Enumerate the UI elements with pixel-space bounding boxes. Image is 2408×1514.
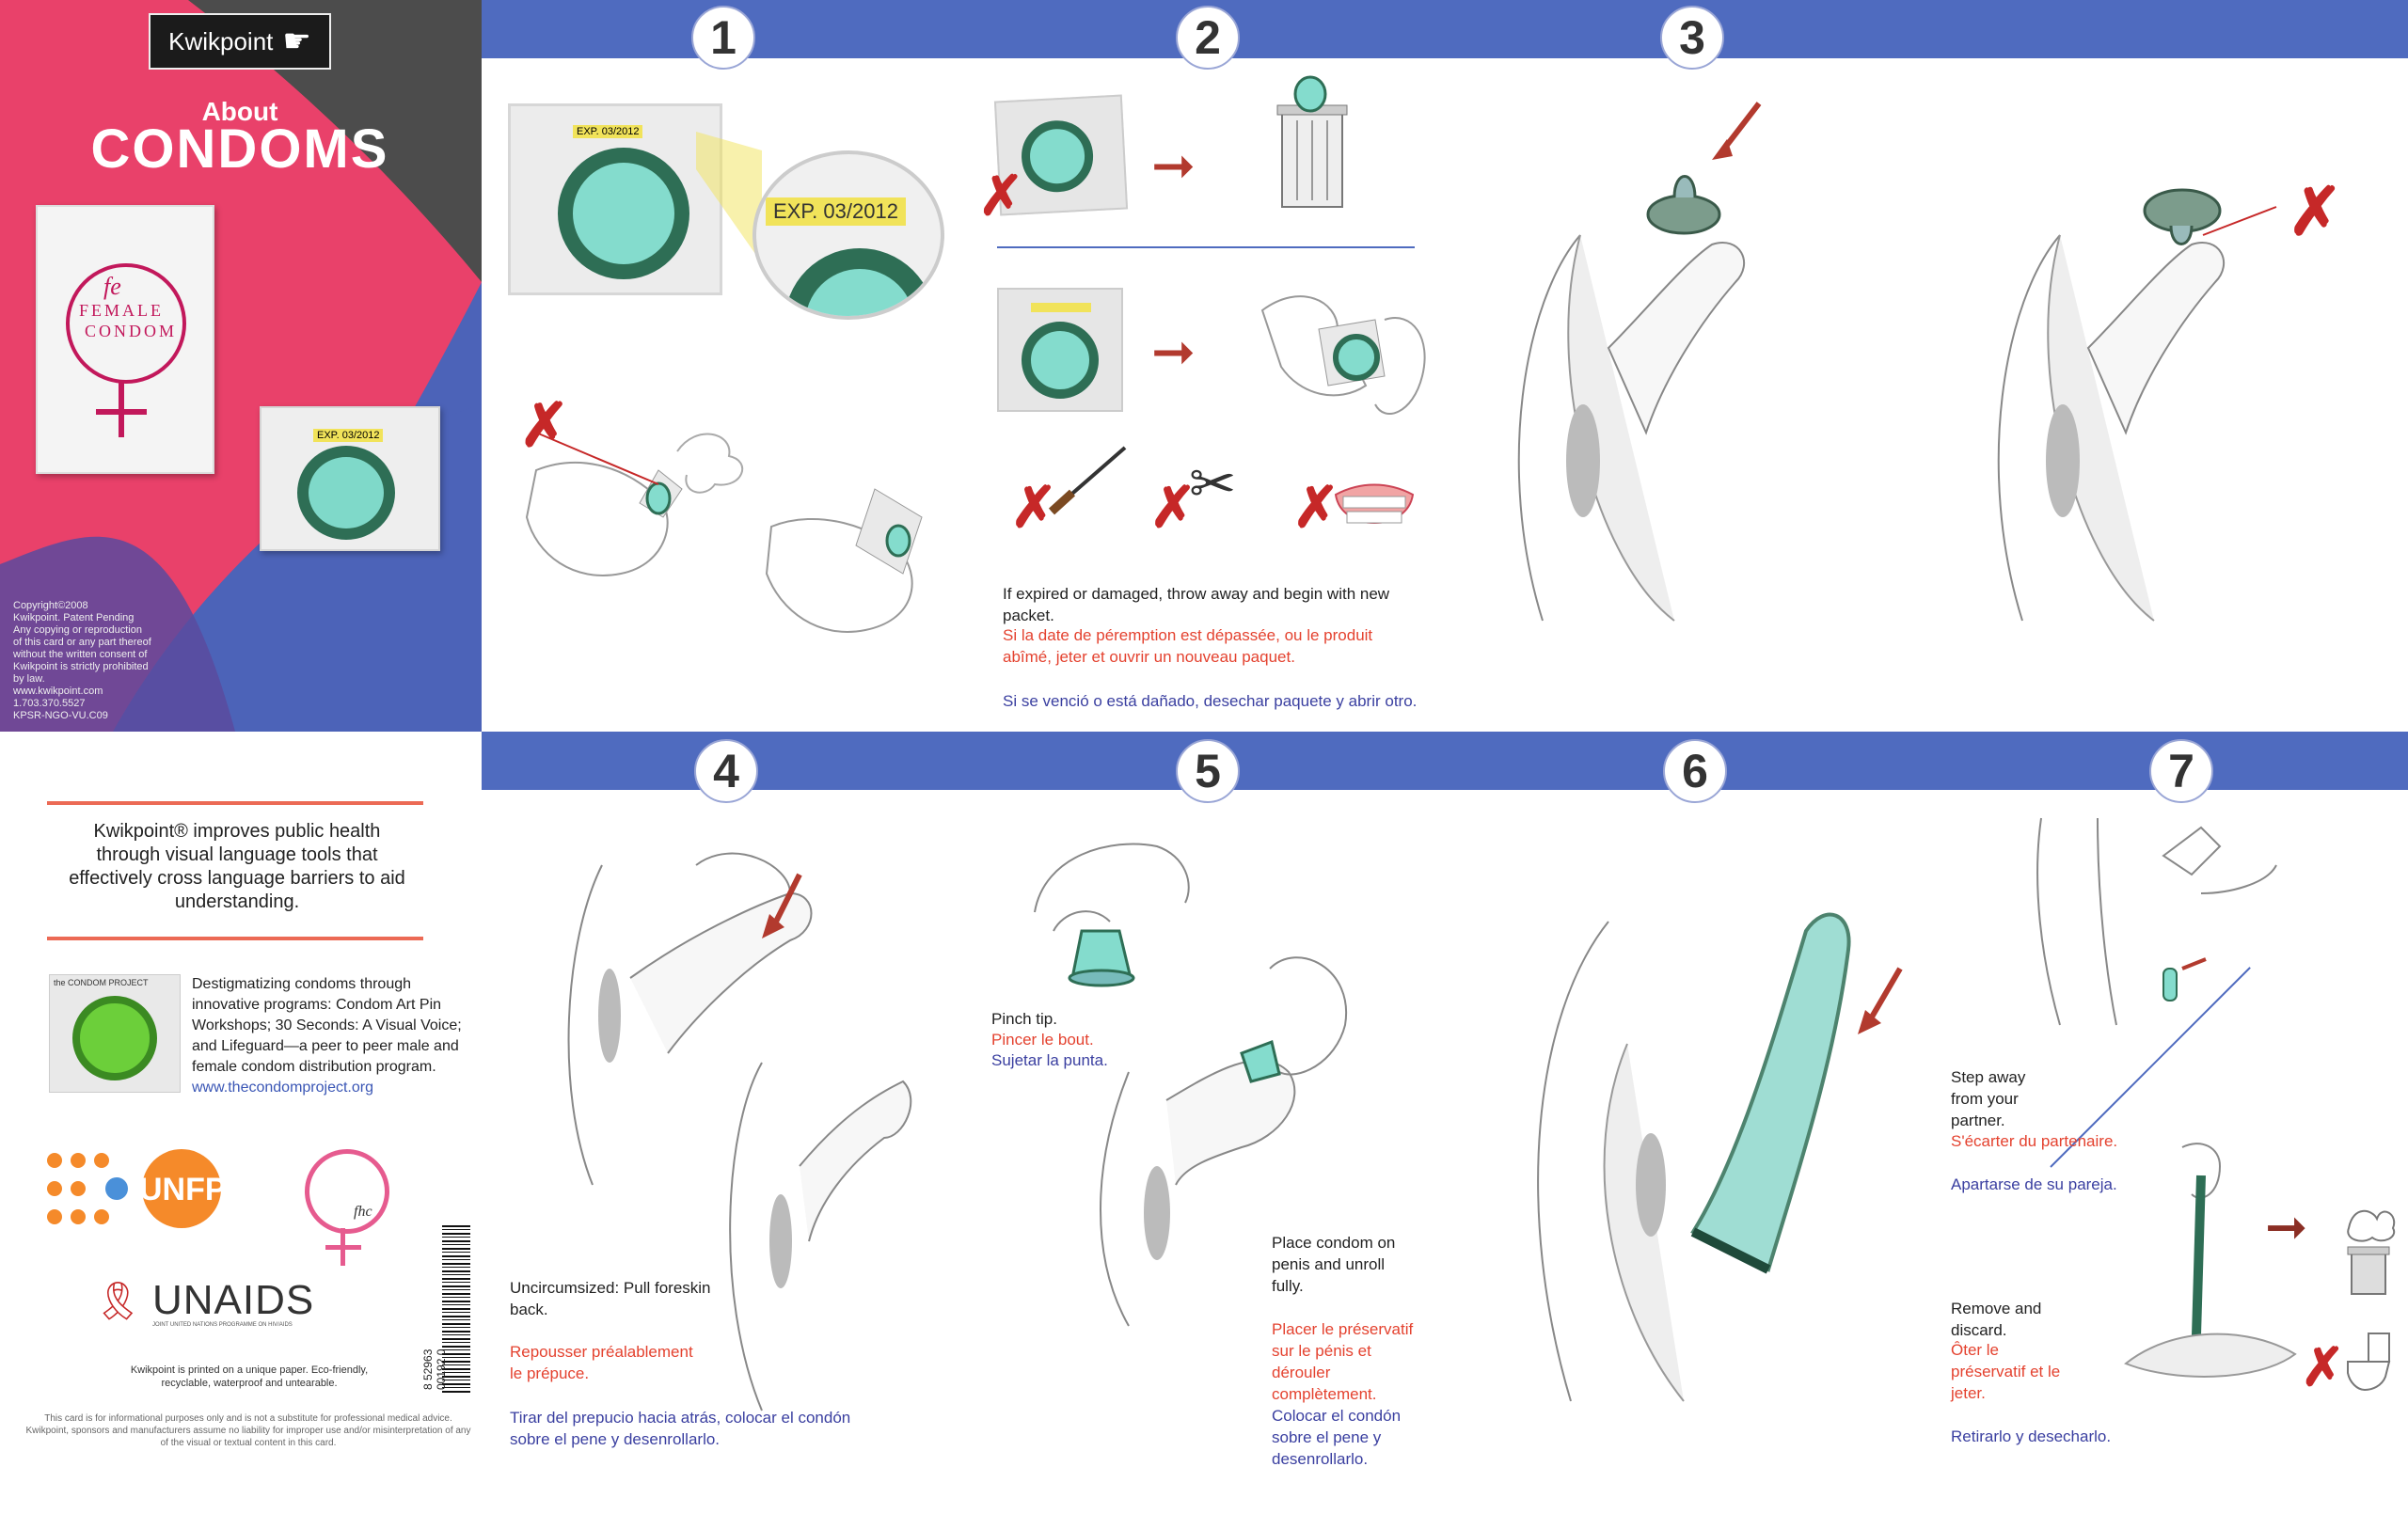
fhc-logo: fhc [288, 1142, 401, 1273]
divider [997, 246, 1415, 248]
info-panel: Kwikpoint® improves public health throug… [0, 732, 482, 1514]
packet-exp-label: EXP. 03/2012 [313, 429, 384, 442]
cover-title: CONDOMS [90, 118, 389, 180]
step5-tip-fr: Pincer le bout. [991, 1031, 1094, 1049]
opening-packet-hands [1260, 295, 1426, 415]
male-condom-packet: EXP. 03/2012 [260, 406, 440, 551]
arrow-icon: ➞ [2265, 1199, 2308, 1255]
wrong-x-icon: ✗ [519, 391, 570, 459]
wrong-x-icon: ✗ [2288, 175, 2343, 248]
unaids-logo: 🎗 UNAIDS JOINT UNITED NATIONS PROGRAMME … [94, 1277, 395, 1333]
tissue-icon [2347, 1209, 2396, 1242]
arrow-icon: ➞ [1151, 322, 1196, 381]
unrolled-condom-illustration [1537, 912, 1903, 1402]
barcode-number: 8 52963 00192 0 [421, 1348, 448, 1390]
penis-condom-correct-illustration [1517, 102, 1762, 622]
step-number-6: 6 [1663, 739, 1727, 803]
new-packet [997, 288, 1123, 412]
project-url[interactable]: www.thecondomproject.org [192, 1080, 373, 1096]
packet-line1: FEMALE [79, 301, 164, 320]
step-away-illustration [2036, 817, 2277, 1026]
trash-can-icon [1276, 75, 1348, 208]
wrong-x-icon: ✗ [1292, 476, 1340, 539]
teeth-icon [1334, 483, 1415, 524]
open-packet-wrong-illustration [525, 432, 744, 576]
divider [47, 801, 423, 805]
step-number-4: 4 [694, 739, 758, 803]
arrow-icon: ➞ [1151, 135, 1196, 195]
place-condom-illustration [1100, 956, 1348, 1327]
exp-label-big: EXP. 03/2012 [766, 197, 906, 226]
condom-project-image: the CONDOM PROJECT [49, 974, 181, 1093]
wrong-x-icon: ✗ [978, 166, 1024, 227]
step-number-7: 7 [2149, 739, 2213, 803]
open-packet-correct-illustration [765, 488, 923, 633]
step5-text-en: Place condom on penis and unroll fully. [1272, 1234, 1396, 1295]
step7-remove-es: Retirarlo y desecharlo. [1951, 1427, 2112, 1445]
scissors-icon: ✂ [1189, 452, 1237, 515]
project-label: the CONDOM PROJECT [54, 978, 149, 987]
step5-tip-es: Sujetar la punta. [991, 1051, 1108, 1069]
project-text: Destigmatizing condoms through innovativ… [192, 976, 462, 1096]
printed-note: Kwikpoint is printed on a unique paper. … [130, 1364, 369, 1389]
step-number-1: 1 [691, 6, 755, 70]
pinch-tip-illustration [1034, 843, 1190, 987]
step5-text-es: Colocar el condón sobre el pene y desenr… [1272, 1407, 1402, 1468]
step2-text-en: If expired or damaged, throw away and be… [1003, 585, 1390, 624]
unaids-text: UNAIDS [152, 1277, 315, 1323]
female-condom-packet: fe FEMALE CONDOM [36, 205, 214, 474]
exp-label-small: EXP. 03/2012 [573, 125, 643, 138]
unfpa-text: UNFPA [139, 1172, 247, 1207]
step7-away-fr: S'écarter du partenaire. [1951, 1132, 2118, 1150]
step4-text-fr: Repousser préalablement le prépuce. [510, 1343, 693, 1382]
step-band-bottom [482, 732, 2408, 790]
remove-condom-illustration [2124, 1143, 2297, 1378]
brand-name: Kwikpoint [168, 26, 274, 55]
step-number-2: 2 [1176, 6, 1240, 70]
pointing-hand-icon: ☛ [282, 24, 311, 59]
unaids-subtext: JOINT UNITED NATIONS PROGRAMME ON HIV/AI… [152, 1322, 293, 1328]
trash-can-icon [2347, 1246, 2390, 1295]
step-band-top [482, 0, 2408, 58]
brand-logo: Kwikpoint ☛ [149, 13, 331, 70]
panel-step7 [1926, 732, 2408, 1514]
wrong-x-icon: ✗ [2301, 1337, 2345, 1396]
step5-text-fr: Placer le préservatif sur le pénis et dé… [1272, 1320, 1414, 1403]
step4-text-en: Uncircumsized: Pull foreskin back. [510, 1279, 711, 1318]
panel-step6 [1445, 732, 1926, 1514]
toilet-icon [2347, 1333, 2391, 1392]
packet-line2: CONDOM [85, 322, 178, 340]
wrong-x-icon: ✗ [1010, 476, 1058, 539]
step-number-3: 3 [1660, 6, 1724, 70]
step4-text-es: Tirar del prepucio hacia atrás, colocar … [510, 1409, 851, 1448]
penis-condom-wrong-illustration [1997, 188, 2277, 622]
step2-text-es: Si se venció o está dañado, desechar paq… [1003, 692, 1418, 710]
step2-text-fr: Si la date de péremption est dépassée, o… [1003, 626, 1373, 666]
step7-remove-en: Remove and discard. [1951, 1300, 2042, 1339]
packet-brand: fe [103, 273, 121, 300]
tagline: Kwikpoint® improves public health throug… [69, 821, 405, 912]
barcode [442, 1225, 470, 1395]
packet-logo [66, 263, 186, 384]
wrong-x-icon: ✗ [1149, 476, 1197, 539]
cover-panel: Kwikpoint ☛ About CONDOMS fe FEMALE COND… [0, 0, 482, 732]
divider [47, 937, 423, 940]
step7-remove-fr: Ôter le préservatif et le jeter. [1951, 1341, 2061, 1402]
magnifier-callout [696, 132, 762, 263]
cover-title-small: About [201, 97, 278, 126]
ribbon-icon: 🎗 [94, 1281, 142, 1322]
knife-icon [1048, 446, 1127, 515]
unfpa-logo: UNFPA [45, 1149, 247, 1236]
condom-packet-closeup: EXP. 03/2012 [508, 103, 722, 295]
fhc-text: fhc [354, 1204, 372, 1220]
magnified-exp: EXP. 03/2012 [752, 150, 944, 320]
step7-away-es: Apartarse de su pareja. [1951, 1175, 2117, 1193]
step-number-5: 5 [1176, 739, 1240, 803]
foreskin-back-illustration [567, 852, 912, 1411]
step5-tip-en: Pinch tip. [991, 1010, 1057, 1028]
disclaimer: This card is for informational purposes … [25, 1413, 471, 1448]
step7-away-en: Step away from your partner. [1951, 1068, 2026, 1129]
